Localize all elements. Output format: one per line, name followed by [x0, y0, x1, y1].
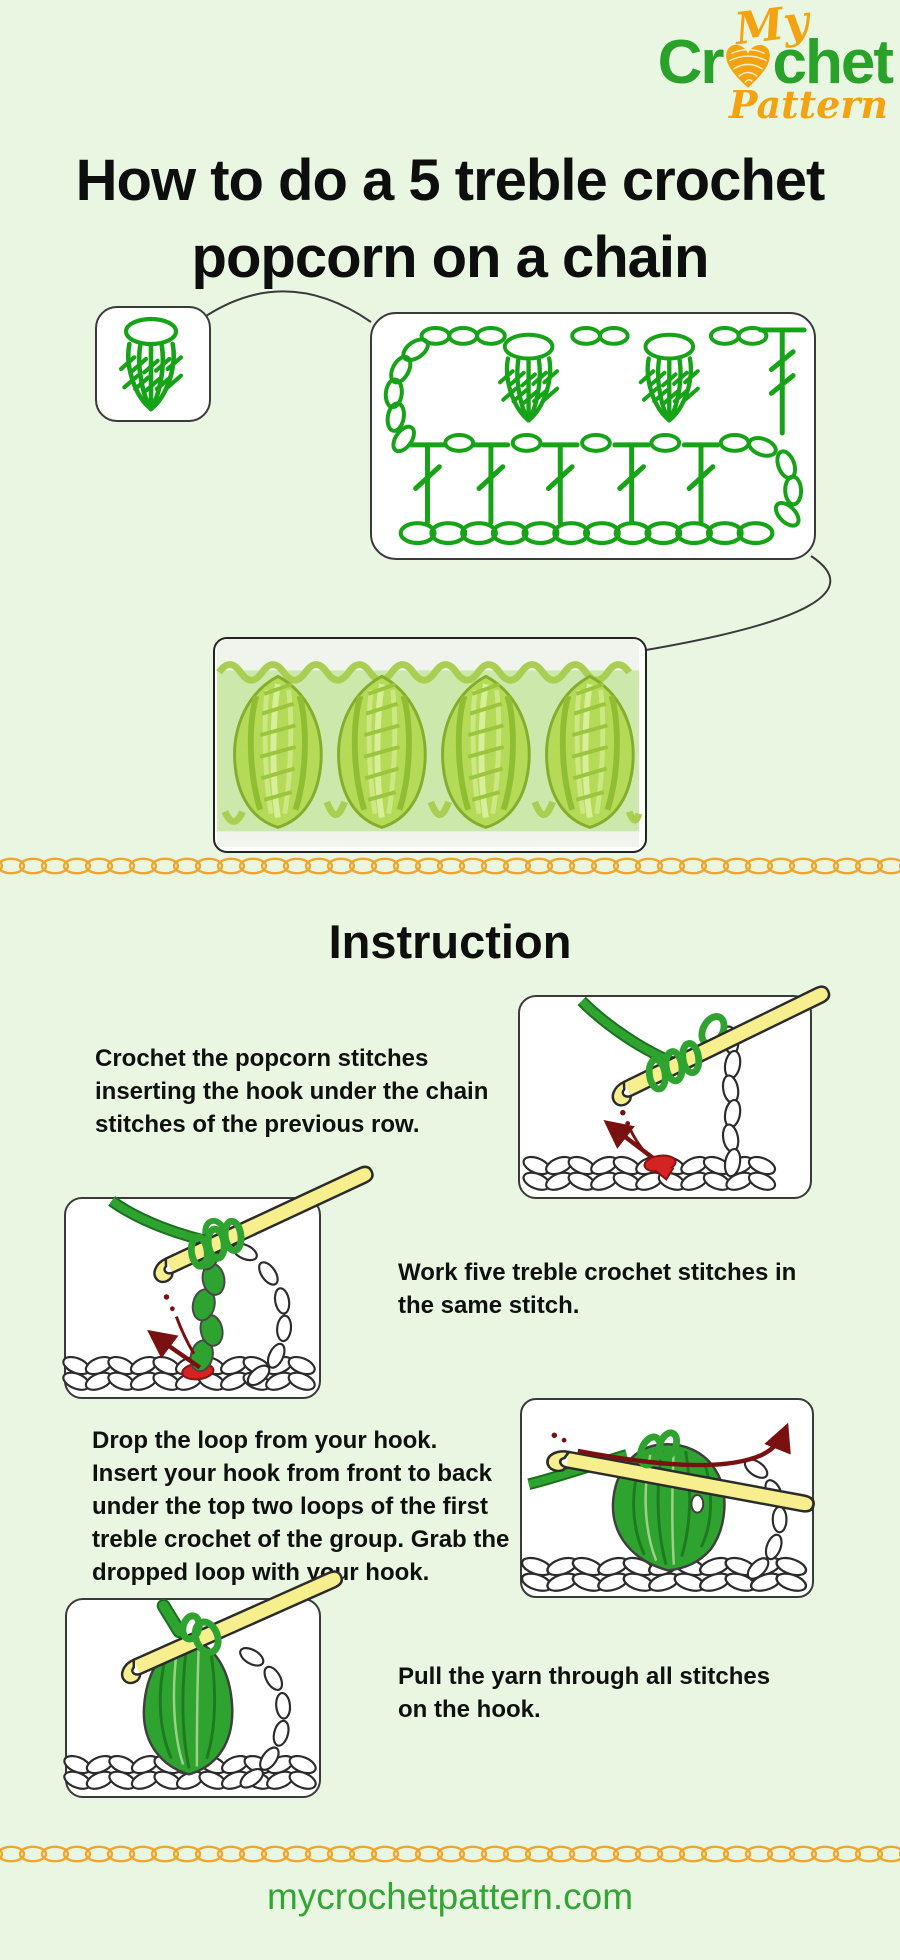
step-4-text: Pull the yarn through all stitches on th…	[398, 1663, 771, 1724]
yarn-loop	[179, 1612, 222, 1656]
popcorn-symbol-box	[95, 306, 211, 422]
step-2-illustration	[59, 1162, 379, 1395]
footer-url: mycrochetpattern.com	[266, 1876, 634, 1917]
guide-dots	[163, 1294, 175, 1312]
step-4-illustration-box	[60, 1567, 348, 1798]
yarn-loop	[637, 1429, 681, 1469]
chain-loop	[231, 1242, 293, 1387]
chain-divider	[0, 857, 900, 875]
highlighted-stitch	[643, 1154, 677, 1182]
chain-loop	[239, 1647, 292, 1789]
brand-word-crochet: Cr chet	[657, 28, 894, 97]
guide-dots	[620, 1109, 631, 1126]
step-1-illustration-box	[518, 982, 836, 1199]
yarn-strand	[158, 1600, 185, 1637]
popcorn-photo	[213, 637, 647, 853]
popcorn-symbol-icon	[97, 308, 205, 416]
arrow	[147, 1329, 202, 1370]
crochet-chart-box	[370, 312, 816, 560]
yarn-heart-icon	[725, 44, 770, 88]
brand-logo: My Cr chet Pattern	[592, 0, 894, 127]
step-2-illustration-box	[59, 1162, 379, 1399]
chain-divider	[0, 1845, 900, 1863]
brand-word-pattern: Pattern	[728, 82, 888, 127]
crochet-chart	[383, 325, 807, 546]
guide-dots	[551, 1432, 567, 1443]
instruction-heading: Instruction	[328, 915, 572, 968]
step-1-text: Crochet the popcorn stitches inserting t…	[95, 1045, 489, 1139]
step-2-text: Work five treble crochet stitches in the…	[398, 1259, 797, 1320]
step-3-illustration	[517, 1422, 817, 1596]
arrow	[577, 1422, 791, 1468]
arrow	[603, 1120, 660, 1164]
page-title: How to do a 5 treble crochet popcorn on …	[75, 148, 826, 291]
step-1-illustration	[520, 982, 836, 1195]
step-3-text: Drop the loop from your hook. Insert you…	[92, 1427, 510, 1587]
step-3-illustration-box	[517, 1398, 817, 1598]
step-4-illustration	[60, 1567, 348, 1794]
popcorn-photo-image	[216, 639, 643, 847]
